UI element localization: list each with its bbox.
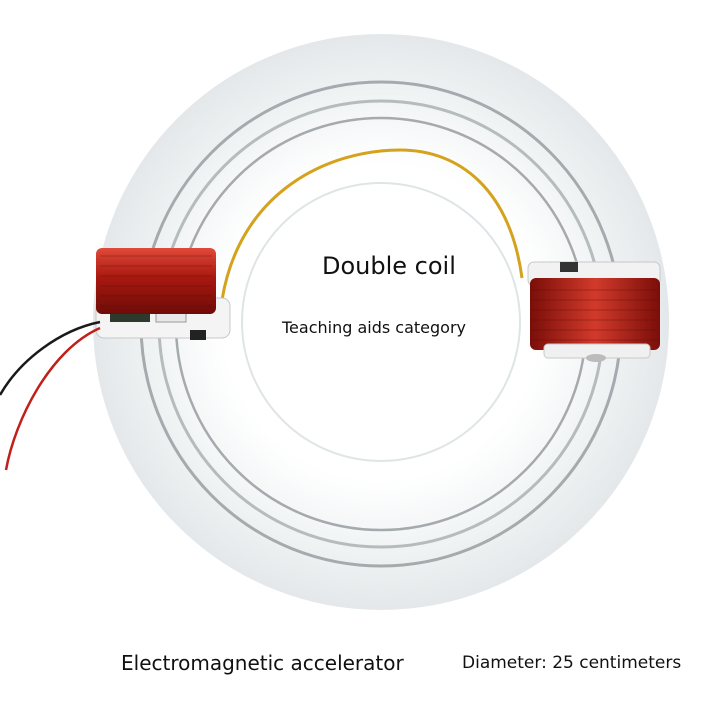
product-subtitle: Teaching aids category [282,318,467,337]
gold-wire [220,148,524,301]
product-title: Double coil [322,252,456,280]
right-coil [527,261,661,362]
diameter-caption: Diameter: 25 centimeters [462,653,682,673]
left-coil [95,248,231,340]
product-caption: Electromagnetic accelerator [121,651,404,675]
lead-wires [0,320,101,471]
